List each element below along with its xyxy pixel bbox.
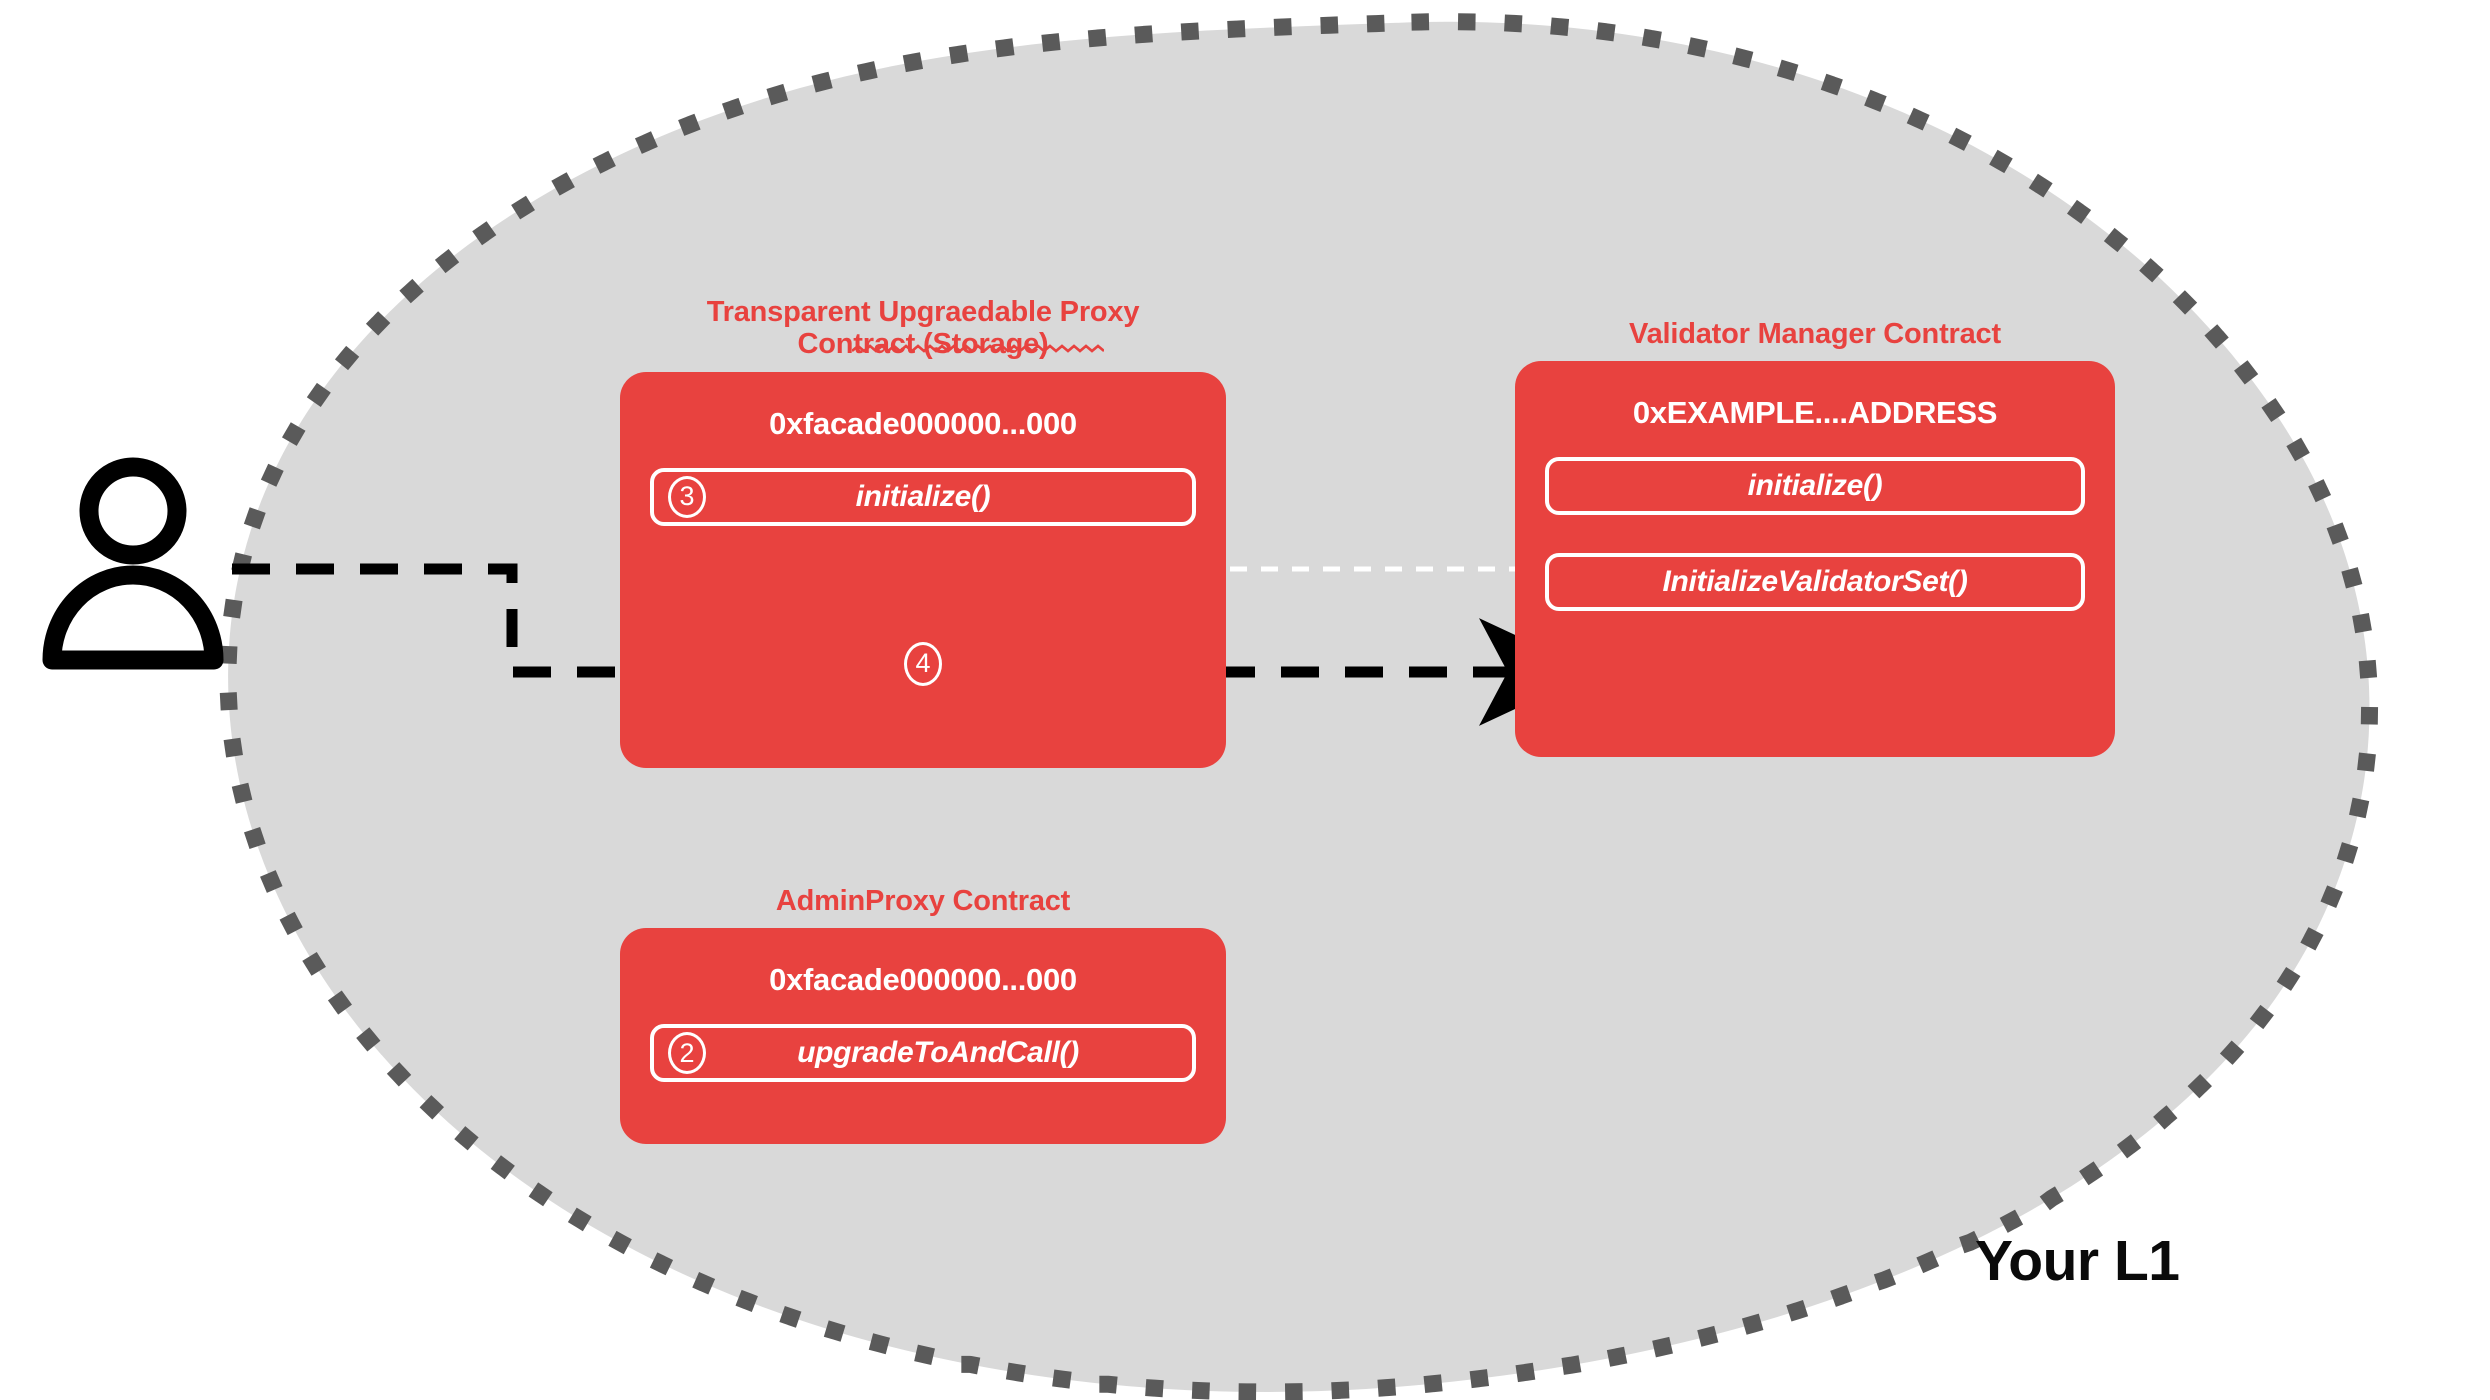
- contract-title-adminproxy: AdminProxy Contract: [775, 885, 1071, 917]
- contract-address-manager: 0xEXAMPLE....ADDRESS: [1632, 395, 1998, 431]
- contract-box-adminproxy: 0xfacade000000...000 2 upgradeToAndCall(…: [620, 928, 1226, 1145]
- method-initialize-proxy[interactable]: 3 initialize(): [650, 467, 1196, 526]
- contract-adminproxy: AdminProxy Contract 0xfacade000000...000…: [620, 885, 1226, 1145]
- contract-transparent-upgradeable-proxy: Transparent Upgraedable Proxy Contract (…: [620, 296, 1226, 768]
- method-upgrade-to-and-call[interactable]: 2 upgradeToAndCall(): [650, 1024, 1196, 1083]
- contract-title-proxy: Transparent Upgraedable Proxy Contract (…: [706, 296, 1140, 361]
- method-label-upgrade-to-and-call: upgradeToAndCall(): [797, 1036, 1079, 1070]
- method-label-initialize: initialize(): [855, 479, 991, 513]
- contract-validator-manager: Validator Manager Contract 0xEXAMPLE....…: [1515, 318, 2115, 758]
- step-badge-2: 2: [668, 1032, 706, 1075]
- region-label-your-l1: Your L1: [1975, 1229, 2180, 1293]
- step-badge-4: 4: [904, 641, 942, 686]
- contract-box-proxy: 0xfacade000000...000 3 initialize() 4: [620, 371, 1226, 768]
- method-label-initialize-manager: initialize(): [1747, 469, 1883, 503]
- step-badge-3: 3: [668, 475, 706, 518]
- contract-address-proxy: 0xfacade000000...000: [769, 405, 1077, 441]
- method-initialize-manager[interactable]: initialize(): [1545, 457, 2085, 516]
- contract-box-manager: 0xEXAMPLE....ADDRESS initialize() Initia…: [1515, 361, 2115, 758]
- method-label-initialize-validator-set: InitializeValidatorSet(): [1662, 565, 1968, 599]
- contract-address-adminproxy: 0xfacade000000...000: [769, 962, 1077, 998]
- method-initialize-validator-set[interactable]: InitializeValidatorSet(): [1545, 553, 2085, 612]
- contract-title-manager: Validator Manager Contract: [1629, 318, 2001, 350]
- user-icon: [42, 457, 224, 670]
